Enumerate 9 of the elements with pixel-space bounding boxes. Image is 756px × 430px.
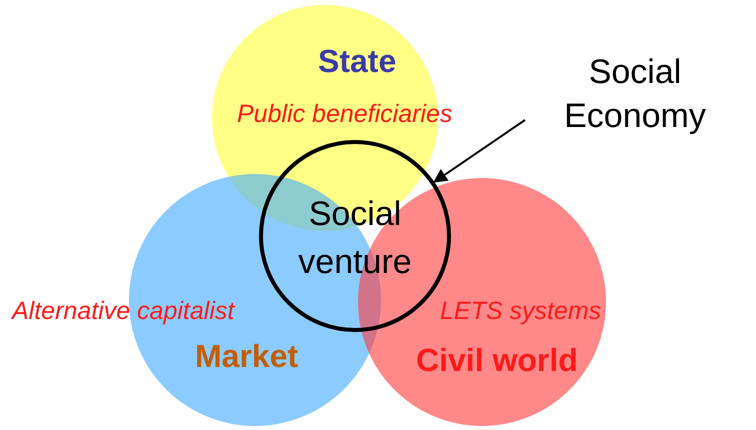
circle-title: Civil world [416, 342, 578, 378]
annotation-text: Social Economy [563, 52, 707, 137]
circle-label: LETS systems [440, 297, 602, 326]
circle-label: Alternative capitalist [12, 297, 234, 326]
circle-title: Social venture [297, 194, 413, 283]
arrow [433, 119, 526, 183]
circle-title: State [318, 43, 396, 79]
circle-label: Public beneficiaries [237, 100, 452, 129]
circle-title: Market [195, 338, 298, 374]
